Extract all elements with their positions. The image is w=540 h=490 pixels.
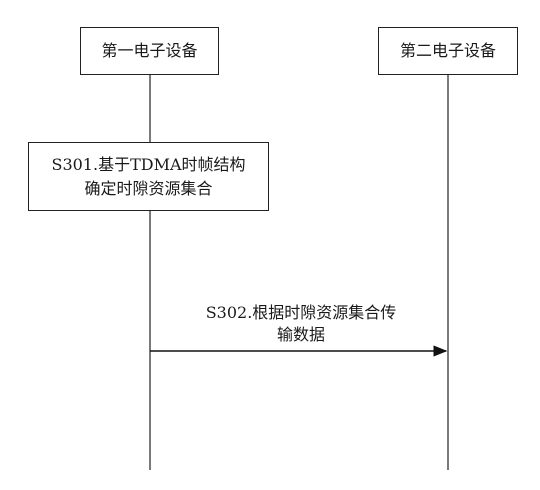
second-device-label: 第二电子设备 [399,41,496,60]
s302-message-label: S302.根据时隙资源集合传 输数据 [205,303,397,344]
first-device-label: 第一电子设备 [101,41,198,60]
s301-step-label: S301.基于TDMA时帧结构 确定时隙资源集合 [51,154,246,198]
first-device-box: 第一电子设备 [80,27,219,75]
s301-step-box: S301.基于TDMA时帧结构 确定时隙资源集合 [28,142,269,211]
second-device-box: 第二电子设备 [378,27,518,75]
